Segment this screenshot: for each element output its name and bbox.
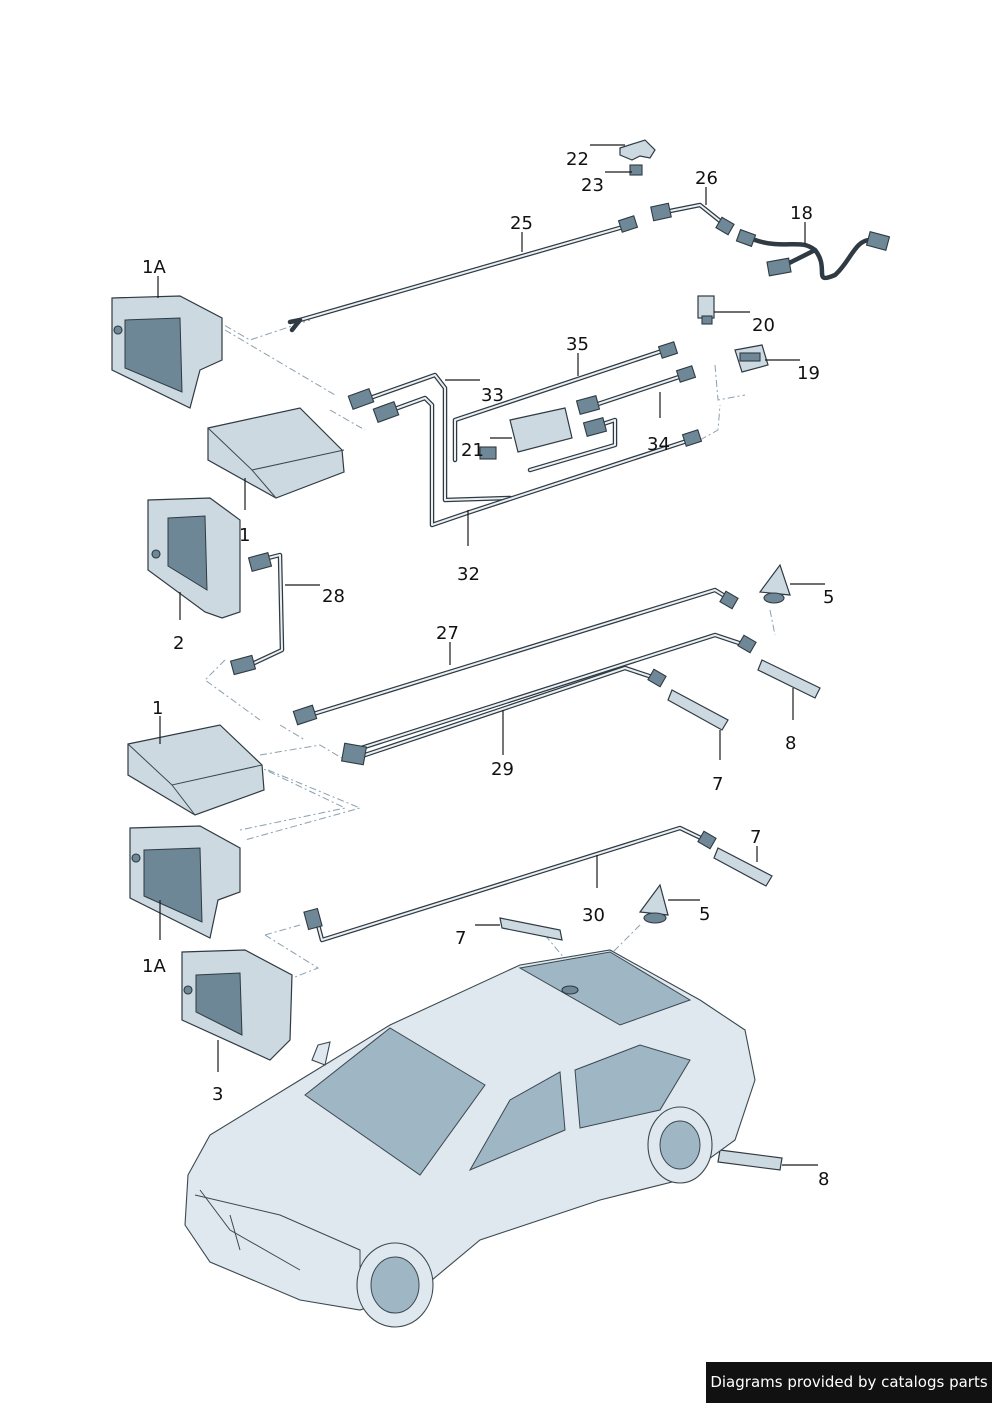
callout-34: 34: [647, 434, 670, 455]
callout-1a-bottom: 1A: [142, 956, 166, 977]
callout-23: 23: [581, 175, 604, 196]
callout-33: 33: [481, 385, 504, 406]
callout-30: 30: [582, 905, 605, 926]
callout-25: 25: [510, 213, 533, 234]
callout-32: 32: [457, 564, 480, 585]
callout-1-top: 1: [239, 525, 250, 546]
callout-7-right: 7: [750, 827, 761, 848]
callout-35: 35: [566, 334, 589, 355]
callout-5-top: 5: [823, 587, 834, 608]
car-illustration: [184, 949, 756, 1328]
callout-8-bottom: 8: [818, 1169, 829, 1190]
small-parts: [509, 139, 769, 453]
callout-1-mid: 1: [152, 698, 163, 719]
bar-antennas: [499, 659, 821, 1171]
radio-unit-1-mid: [127, 724, 265, 816]
head-unit-1a-top: [111, 295, 223, 409]
module-21: [509, 407, 573, 453]
callout-20: 20: [752, 315, 775, 336]
radio-unit-1-top: [207, 407, 345, 499]
antenna-7-mid: [667, 689, 729, 731]
callout-2: 2: [173, 633, 184, 654]
callout-3: 3: [212, 1084, 223, 1105]
callout-21: 21: [461, 440, 484, 461]
antenna-7-left: [499, 917, 563, 941]
credit-banner: Diagrams provided by catalogs parts: [706, 1362, 992, 1403]
clip-23: [629, 164, 643, 176]
antenna-8-bottom: [717, 1149, 783, 1171]
callout-19: 19: [797, 363, 820, 384]
head-unit-2: [147, 497, 241, 619]
antenna-5-mid: [638, 883, 669, 924]
connectors: [229, 202, 891, 931]
callout-22: 22: [566, 149, 589, 170]
callout-18: 18: [790, 203, 813, 224]
bracket-22: [619, 139, 656, 161]
callout-26: 26: [695, 168, 718, 189]
leader-lines: [157, 144, 825, 1166]
callout-1a-top: 1A: [142, 257, 166, 278]
callout-29: 29: [491, 759, 514, 780]
cable-28: [247, 552, 285, 668]
antenna-8-top: [757, 659, 821, 699]
callout-5-mid: 5: [699, 904, 710, 925]
callout-numbers: 22 23 26 25 18 1A 20 35 19 33 21 34 1 32…: [142, 149, 834, 1190]
cable-26: [662, 202, 728, 228]
head-unit-3: [181, 949, 293, 1061]
callout-28: 28: [322, 586, 345, 607]
part-20: [697, 295, 715, 319]
callout-27: 27: [436, 623, 459, 644]
antenna-5-top: [758, 563, 791, 604]
head-units: [111, 295, 345, 1061]
antenna-7-right: [713, 847, 773, 887]
callout-7-mid: 7: [712, 774, 723, 795]
callout-8-top: 8: [785, 733, 796, 754]
callout-7-left: 7: [455, 928, 466, 949]
cable-18: [752, 237, 873, 281]
head-unit-1a-bottom: [129, 825, 241, 939]
